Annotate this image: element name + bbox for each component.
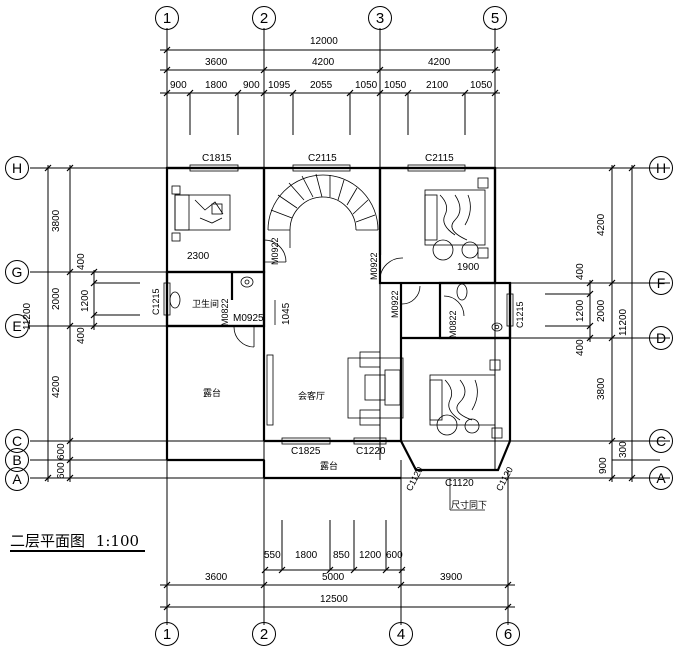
dim-bottom-row1: 1800 bbox=[295, 550, 318, 561]
dim-left-mid: 4200 bbox=[51, 375, 62, 398]
grid-bubble-bottom-2: 2 bbox=[252, 622, 276, 646]
window-label: C1825 bbox=[291, 446, 321, 457]
grid-bubble-right-A: A bbox=[649, 466, 673, 490]
bed-icons bbox=[169, 177, 503, 439]
room-label-terrace-bottom: 露台 bbox=[320, 462, 339, 472]
door-label: M0922 bbox=[390, 290, 400, 318]
dim-top-row3: 1050 bbox=[470, 80, 493, 91]
window-label: C1120 bbox=[445, 478, 474, 489]
dim-top-row2: 3600 bbox=[205, 57, 228, 68]
dim-top-row3: 900 bbox=[170, 80, 187, 91]
dim-left-mid: 2000 bbox=[51, 287, 62, 310]
dim-bottom-row2: 5000 bbox=[322, 572, 345, 583]
dim-bottom-row1: 1200 bbox=[359, 550, 382, 561]
dim-bottom-row2: 3600 bbox=[205, 572, 228, 583]
grid-bubble-left-H: H bbox=[5, 156, 29, 180]
note-label: 尺寸同下 bbox=[451, 501, 488, 511]
window-label: C1215 bbox=[151, 288, 161, 315]
dim-bottom-row1: 550 bbox=[264, 550, 281, 561]
dim-right-mid: 2000 bbox=[596, 299, 607, 322]
dim-right-small: 300 bbox=[618, 441, 629, 458]
dim-left-inner: 1200 bbox=[80, 289, 91, 312]
title-underline bbox=[10, 550, 145, 552]
dim-left-inner: 400 bbox=[76, 253, 87, 270]
dim-right-inner: 400 bbox=[575, 339, 586, 356]
grid-bubble-bottom-4: 4 bbox=[389, 622, 413, 646]
dim-right-mid: 4200 bbox=[596, 213, 607, 236]
grid-bubble-bottom-1: 1 bbox=[155, 622, 179, 646]
room-label-bathroom: 卫生间 bbox=[192, 300, 220, 310]
dim-left-outer: 11200 bbox=[22, 302, 33, 330]
room-label-terrace: 露台 bbox=[203, 389, 222, 399]
grid-bubble-top-2: 2 bbox=[252, 6, 276, 30]
dim-bottom-row1: 600 bbox=[386, 550, 403, 561]
grid-bubble-right-F: F bbox=[649, 271, 673, 295]
dim-left-inner: 400 bbox=[76, 327, 87, 344]
dim-label: 2300 bbox=[187, 251, 210, 262]
door-label: M0922 bbox=[270, 237, 280, 265]
walls bbox=[165, 166, 512, 480]
door-swings bbox=[233, 239, 485, 511]
grid-bubble-top-5: 5 bbox=[483, 6, 507, 30]
dim-left-small: 600 bbox=[56, 462, 67, 479]
windows bbox=[163, 164, 514, 445]
dim-top-total: 12000 bbox=[310, 36, 338, 47]
dim-right-inner: 400 bbox=[575, 263, 586, 280]
door-label: M0925 bbox=[233, 313, 264, 324]
dim-label: 1045 bbox=[281, 302, 292, 325]
grid-bubble-left-G: G bbox=[5, 260, 29, 284]
drawing-title: 二层平面图 1:100 bbox=[10, 530, 139, 551]
door-label: M0822 bbox=[448, 310, 458, 338]
dim-left-mid: 3800 bbox=[51, 209, 62, 232]
dim-right-inner: 1200 bbox=[575, 299, 586, 322]
window-label: C2115 bbox=[425, 153, 454, 164]
dim-top-row3: 1800 bbox=[205, 80, 228, 91]
window-label: C1215 bbox=[515, 301, 525, 328]
dim-bottom-total: 12500 bbox=[320, 594, 348, 605]
dim-top-row3: 2055 bbox=[310, 80, 333, 91]
dim-bottom-row2: 3900 bbox=[440, 572, 463, 583]
dim-top-row3: 900 bbox=[243, 80, 260, 91]
grid-bubble-right-D: D bbox=[649, 326, 673, 350]
dim-left-small: 600 bbox=[56, 443, 67, 460]
drawing-scale: 1:100 bbox=[95, 532, 140, 550]
grid-bubble-left-A: A bbox=[5, 467, 29, 491]
grid-bubble-right-H: H bbox=[649, 156, 673, 180]
drawing-title-text: 二层平面图 bbox=[10, 532, 86, 550]
dim-right-outer: 11200 bbox=[618, 308, 629, 336]
door-label: M0922 bbox=[369, 252, 379, 280]
dim-bottom-row1: 850 bbox=[333, 550, 350, 561]
grid-bubble-right-C: C bbox=[649, 429, 673, 453]
dim-top-row3: 2100 bbox=[426, 80, 449, 91]
grid-bubble-top-3: 3 bbox=[368, 6, 392, 30]
dim-top-row3: 1095 bbox=[268, 80, 291, 91]
dim-top-row3: 1050 bbox=[355, 80, 378, 91]
grid-bubble-bottom-6: 6 bbox=[496, 622, 520, 646]
window-label: C2115 bbox=[308, 153, 337, 164]
grid-bubble-top-1: 1 bbox=[155, 6, 179, 30]
window-label: C1220 bbox=[356, 446, 386, 457]
dim-label: 1900 bbox=[457, 262, 480, 273]
dim-right-mid: 3800 bbox=[596, 377, 607, 400]
dim-top-row3: 1050 bbox=[384, 80, 407, 91]
grid-bubble-left-E: E bbox=[5, 314, 29, 338]
dim-right-small: 900 bbox=[598, 457, 609, 474]
door-label: M0822 bbox=[220, 298, 230, 326]
window-label: C1815 bbox=[202, 153, 232, 164]
spiral-stair bbox=[267, 173, 379, 248]
room-label-living: 会客厅 bbox=[298, 392, 326, 402]
dim-top-row2: 4200 bbox=[428, 57, 451, 68]
dim-top-row2: 4200 bbox=[312, 57, 335, 68]
